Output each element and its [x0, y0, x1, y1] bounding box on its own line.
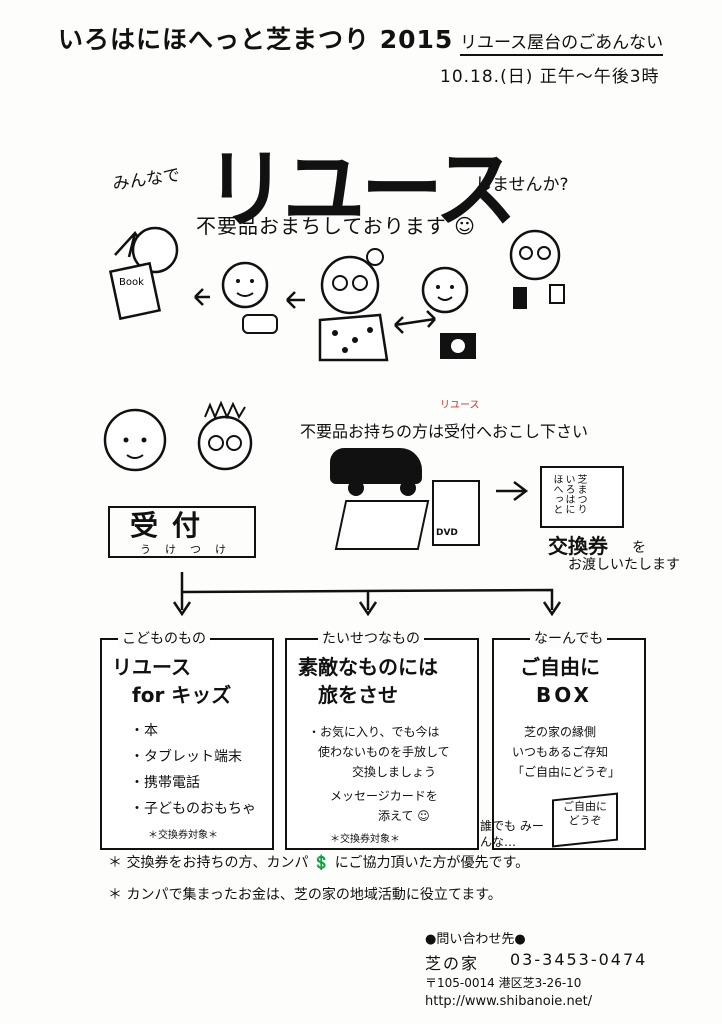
toy-car-icon — [242, 314, 278, 334]
column-precious-item: メッセージカードを — [330, 789, 438, 803]
footnote-1: ＊ 交換券をお持ちの方、カンパ 💲 にご協力頂いた方が優先です。 — [108, 855, 530, 871]
contact-org: 芝の家 — [425, 954, 480, 973]
column-kids-item: ・本 — [130, 723, 158, 739]
grandma-face — [320, 255, 380, 315]
hero-shimasenka: しませんか? — [475, 175, 569, 195]
column-precious-item: 添えて ☺ — [378, 809, 430, 823]
bring-instruction: 不要品お持ちの方は受付へおこし下さい — [300, 422, 589, 441]
column-kids-item: ・タブレット端末 — [130, 749, 242, 765]
arrow-left-icon — [194, 288, 210, 306]
ticket-card: 芝まつり いろはにほへっと — [540, 466, 624, 528]
hero-big-reuse: リユース — [205, 140, 517, 240]
column-free-item: 「ご自由にどうぞ」 — [512, 765, 621, 779]
column-precious-head: たいせつなもの — [318, 628, 424, 648]
page-subtitle: リユース屋台のごあんない — [460, 28, 664, 56]
column-precious-item: 交換しましょう — [352, 765, 437, 779]
page-title: いろはにほへっと芝まつり 2015 — [58, 25, 454, 54]
column-precious-note: ＊交換券対象＊ — [330, 834, 400, 845]
column-kids — [100, 638, 274, 850]
column-free-side-note: 誰でも みーんな… — [480, 819, 544, 850]
kid-face-far-right — [509, 229, 561, 281]
arrow-left-icon — [286, 291, 305, 309]
dvd-case-icon — [432, 480, 480, 546]
free-box-text: ご自由に どうぞ — [563, 800, 607, 828]
column-kids-title-1: リユース — [112, 655, 191, 679]
column-free-title-1: ご自由に — [520, 655, 600, 679]
column-precious-item: ・お気に入り、でも今は — [308, 725, 440, 739]
reuse-small-label: リユース — [440, 400, 480, 411]
ticket-label: 交換券 — [548, 534, 608, 558]
kid-face-right — [421, 266, 469, 314]
book-stack-icon — [334, 500, 430, 550]
column-kids-item: ・子どものおもちゃ — [130, 801, 256, 817]
car-icon — [330, 448, 422, 484]
ticket-o: を — [632, 540, 646, 556]
book-label: Book — [119, 277, 144, 288]
contact-url[interactable]: http://www.shibanoie.net/ — [425, 994, 593, 1009]
dvd-label: DVD — [436, 528, 458, 538]
column-free-head: なーんでも — [530, 628, 608, 648]
arrow-right-icon — [496, 481, 529, 501]
kid-face-2 — [221, 261, 269, 309]
contact-address: 〒105-0014 港区芝3-26-10 — [425, 976, 582, 990]
column-kids-head: こどものもの — [118, 628, 210, 648]
hero-illustration: ? Book — [108, 226, 565, 362]
cup-icon — [549, 284, 565, 304]
book-icon — [108, 261, 162, 321]
ticket-handout: お渡しいたします — [568, 557, 680, 573]
hero-minnade: みんなで — [111, 165, 182, 195]
footnote-2: ＊ カンパで集まったお金は、芝の家の地域活動に役立てます。 — [108, 887, 502, 903]
hero-fuyou: 不要品おまちしております ☺ — [196, 214, 477, 238]
column-precious-title-2: 旅をさせ — [318, 683, 398, 707]
contact-phone: 03-3453-0474 — [510, 950, 648, 969]
column-free-item: いつもあるご存知 — [512, 745, 609, 759]
car-wheels-icon — [348, 480, 416, 496]
column-kids-title-2: for キッズ — [132, 683, 232, 707]
double-arrow-icon — [394, 310, 436, 334]
column-kids-note: ＊交換券対象＊ — [148, 830, 218, 841]
reception-staff-illustration — [103, 400, 253, 472]
event-datetime: 10.18.(日) 正午～午後3時 — [440, 67, 660, 87]
column-free-item: 芝の家の縁側 — [524, 725, 597, 739]
column-precious-title-1: 素敵なものには — [298, 655, 438, 679]
reception-ruby: うけつけ — [140, 543, 240, 556]
column-precious-item: 使わないものを手放して — [318, 745, 450, 759]
kid-face-left — [131, 226, 179, 274]
phone-icon — [513, 287, 527, 309]
ticket-card-text: 芝まつり いろはにほへっと — [551, 474, 586, 514]
branch-arrows — [172, 572, 562, 617]
contact-label: ●問い合わせ先● — [425, 932, 526, 947]
column-kids-item: ・携帯電話 — [130, 775, 200, 791]
column-precious — [285, 638, 479, 850]
column-free-title-2: BOX — [536, 683, 592, 707]
reception-box — [108, 506, 256, 558]
reception-label: 受付 — [130, 509, 215, 542]
